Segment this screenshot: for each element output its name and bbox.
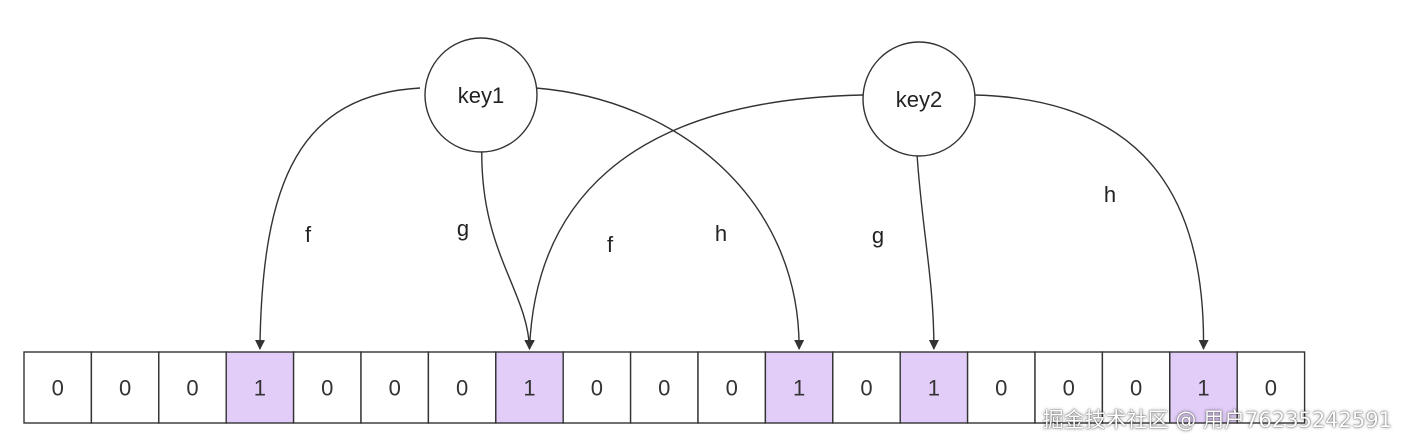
edge-label-key1-f: f: [305, 222, 312, 247]
edge-label-key1-g: g: [457, 216, 469, 241]
bit-cell: [697, 351, 767, 424]
hash-edges: f g h f g h: [255, 87, 1209, 350]
edge-label-key2-h: h: [1104, 182, 1116, 207]
bit-value: 0: [389, 376, 401, 401]
bit-cell: [90, 351, 160, 424]
bit-value: 1: [523, 376, 535, 401]
edge-key1-h: [535, 87, 805, 350]
bit-value: 0: [591, 376, 603, 401]
bit-cell: [899, 351, 969, 424]
edge-label-key2-g: g: [872, 223, 884, 248]
bit-value: 0: [186, 376, 198, 401]
edge-key2-h: [974, 94, 1209, 350]
key2-label: key2: [896, 87, 942, 112]
bit-cell: [495, 351, 564, 424]
bit-value: 1: [793, 376, 805, 401]
key2-node: [862, 41, 976, 157]
edge-label-key2-f: f: [607, 232, 614, 257]
bit-value: 0: [52, 376, 64, 401]
bit-cell: [1236, 351, 1306, 424]
bit-cell: [764, 351, 834, 424]
bit-value: 0: [1130, 376, 1142, 401]
watermark: 掘金技术社区 @ 用户76235242591: [1042, 408, 1392, 432]
bit-value: 0: [321, 376, 333, 401]
edge-label-key1-h: h: [715, 221, 727, 246]
bit-value: 0: [860, 376, 872, 401]
bit-value: 0: [456, 376, 468, 401]
bit-value: 1: [1197, 376, 1209, 401]
key1-label: key1: [458, 83, 504, 108]
edge-key1-f: [255, 87, 421, 350]
bit-cell: [292, 351, 362, 424]
bit-cell: [562, 351, 632, 424]
bit-cell: [427, 351, 497, 424]
bit-value: 0: [658, 376, 670, 401]
bit-value: 0: [1063, 376, 1075, 401]
bit-cell: [1101, 351, 1171, 424]
bit-value: 0: [119, 376, 131, 401]
bit-cell: [158, 351, 227, 424]
key-nodes: key1 key2: [424, 37, 976, 157]
bit-cell: [23, 351, 93, 424]
bit-cell: [1169, 351, 1238, 424]
bit-array: 0 0 0 1 0 0 0 1 0 0 0 1 0 1 0 0 0 1 0: [23, 351, 1306, 424]
bit-value: 1: [928, 376, 940, 401]
bit-value: 1: [254, 376, 266, 401]
edge-key2-f: [524, 94, 864, 350]
bit-value: 0: [995, 376, 1007, 401]
bit-cell: [832, 351, 901, 424]
key1-node: [424, 37, 538, 153]
edge-key2-g: [916, 153, 939, 350]
bit-value: 0: [1265, 376, 1277, 401]
edge-key1-g: [481, 141, 535, 350]
bit-value: 0: [726, 376, 738, 401]
